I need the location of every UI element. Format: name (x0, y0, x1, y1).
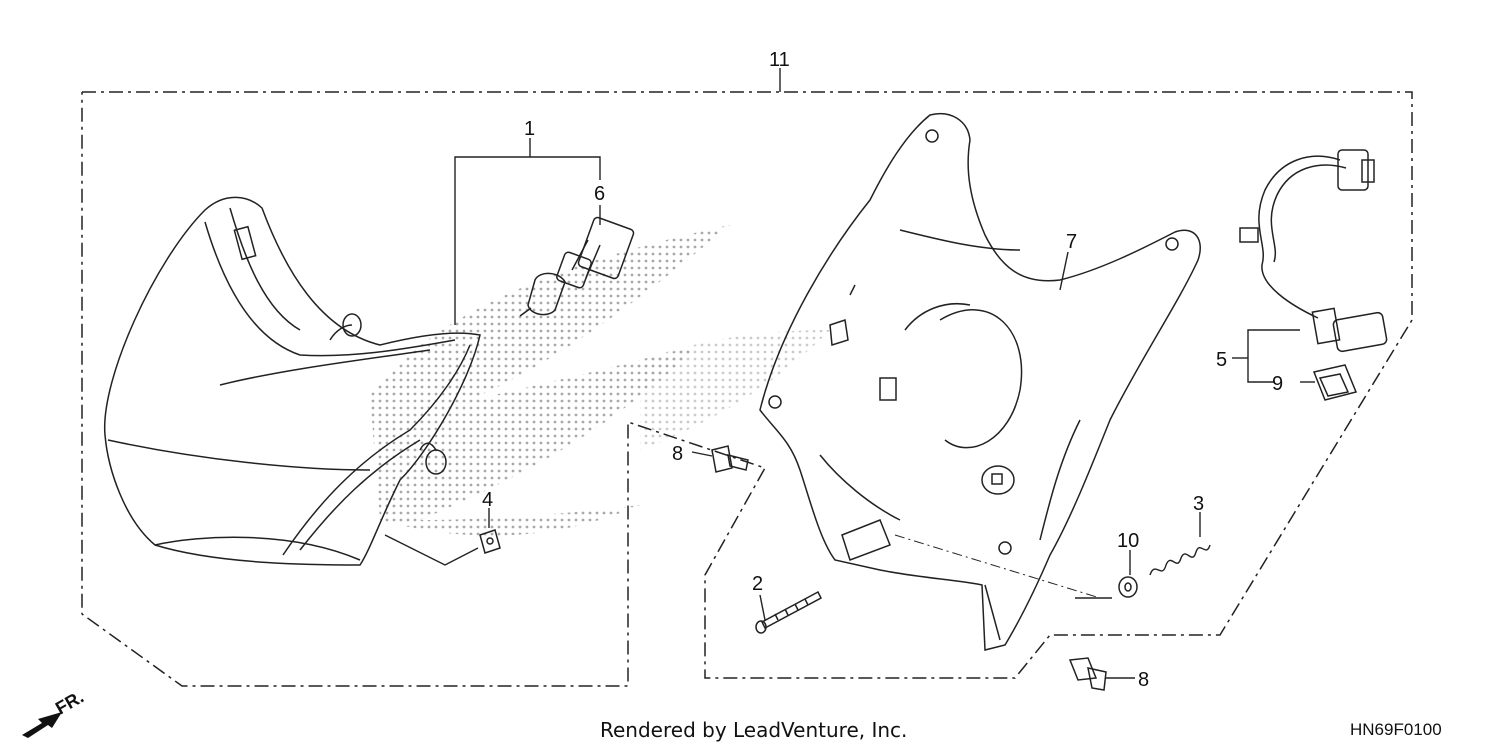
bulb-part-6 (519, 216, 635, 317)
watermark-logo (370, 225, 830, 536)
housing-part-7 (759, 113, 1201, 651)
callout-3: 3 (1193, 493, 1204, 515)
callout-8-lower: 8 (1138, 669, 1149, 691)
nut-part-4 (479, 529, 501, 554)
bolt-part-8-upper (711, 445, 749, 473)
callout-1: 1 (524, 118, 535, 140)
callout-2: 2 (752, 573, 763, 595)
callout-6: 6 (594, 183, 605, 205)
callout-4: 4 (482, 489, 493, 511)
washer-part-10 (1118, 576, 1138, 598)
cover-part-9 (1312, 364, 1358, 401)
footer-credit: Rendered by LeadVenture, Inc. (600, 718, 908, 742)
callout-8-upper: 8 (672, 443, 683, 465)
bolt-part-8-lower (1068, 657, 1107, 691)
headlight-lens (103, 196, 481, 566)
screw-part-2 (755, 590, 822, 634)
callout-5: 5 (1216, 349, 1227, 371)
drawing-code: HN69F0100 (1350, 720, 1442, 739)
callout-10: 10 (1117, 530, 1139, 552)
screw-axis-line (894, 534, 1101, 599)
callout-7: 7 (1066, 231, 1077, 253)
assembly-boundary (81, 91, 1413, 687)
callout-11: 11 (769, 49, 790, 71)
callout-9: 9 (1272, 373, 1283, 395)
callout-labels: 11 1 6 7 5 9 8 4 3 10 2 8 (482, 49, 1283, 691)
spring-part-3 (1149, 544, 1211, 576)
front-direction-arrow: FR. (22, 687, 87, 738)
leader-lines (384, 68, 1315, 679)
wire-harness-part-5 (1239, 149, 1388, 353)
